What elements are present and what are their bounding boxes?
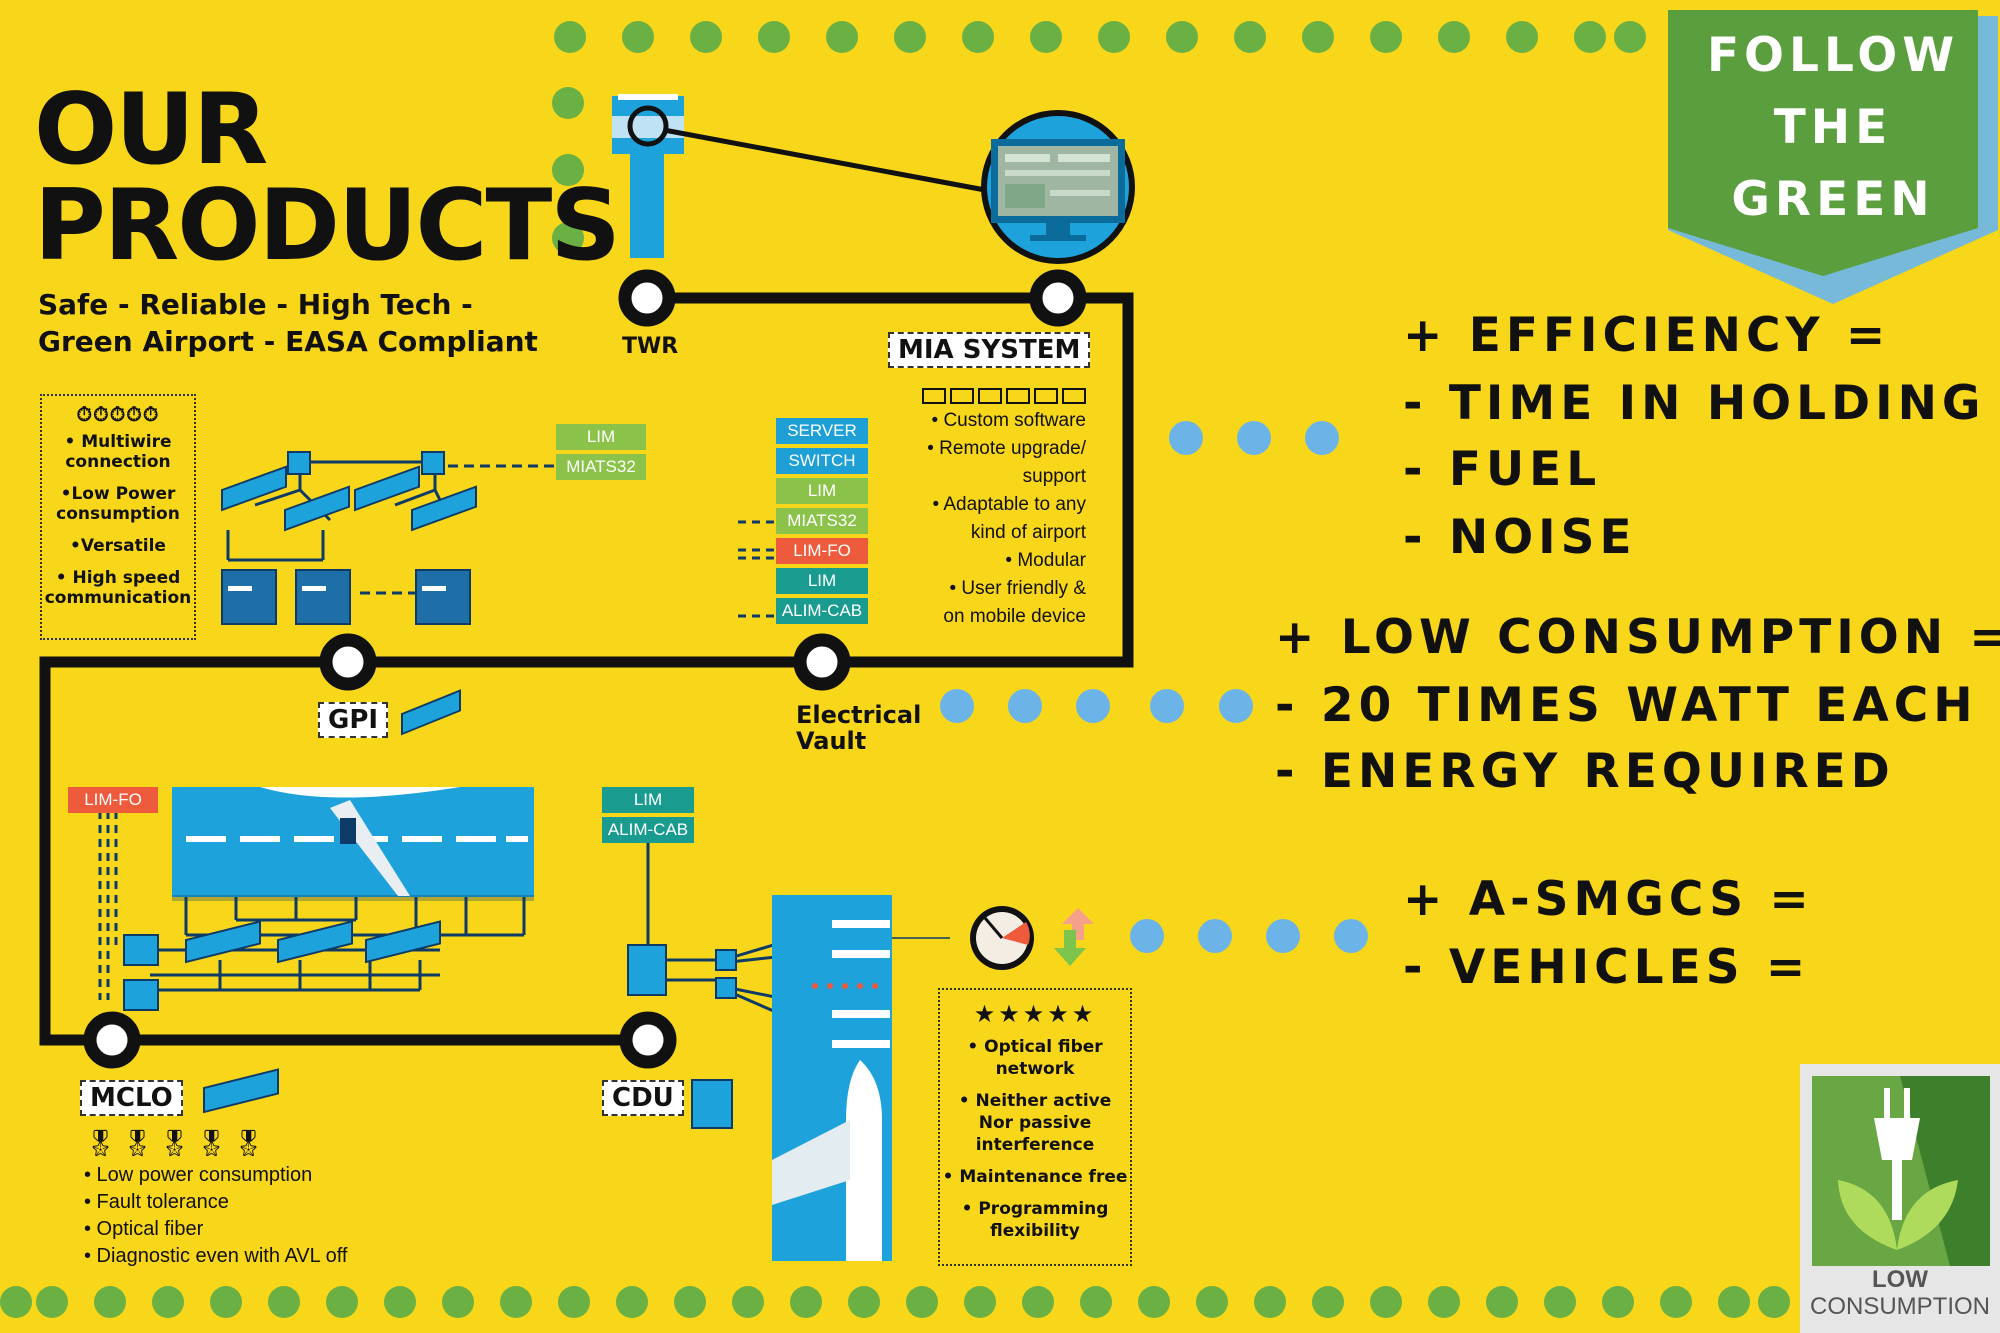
page-subtitle: Safe - Reliable - High Tech - Green Airp… xyxy=(38,286,538,360)
electrical-vault-line-2: Vault xyxy=(796,727,867,755)
title-line-1: OUR xyxy=(34,73,268,187)
tag-miats32: MIATS32 xyxy=(556,454,646,480)
tag-lim: LIM xyxy=(776,568,868,594)
mclo-features-list: • Low power consumption • Fault toleranc… xyxy=(84,1162,347,1270)
twr-label: TWR xyxy=(622,334,679,359)
bottom-dot-border xyxy=(0,1286,1790,1318)
stopwatch-icons: ⏱⏱⏱⏱⏱ xyxy=(76,402,160,426)
title-line-2: PRODUCTS xyxy=(34,169,621,283)
mia-icon-row xyxy=(922,388,1086,404)
mclo-devices xyxy=(123,920,441,1114)
follow-the-green-badge xyxy=(1668,10,1998,304)
asmgcs-item: - VEHICLES = xyxy=(1403,940,1811,995)
low-consumption-line-1: LOW xyxy=(1872,1266,1928,1293)
mia-dashes xyxy=(738,520,776,618)
taxiway-strip xyxy=(772,895,892,1261)
tag-server: SERVER xyxy=(776,418,868,444)
mclo-feature: • Fault tolerance xyxy=(84,1191,229,1213)
cdu-devices xyxy=(627,944,737,1129)
tag-alim-cab: ALIM-CAB xyxy=(776,598,868,624)
efficiency-heading: + EFFICIENCY = xyxy=(1403,308,1891,363)
tag-lim-fo: LIM-FO xyxy=(68,787,158,813)
node-electrical-vault xyxy=(793,633,851,691)
low-consumption-plug-icon xyxy=(1800,1064,2000,1333)
mclo-label: MCLO xyxy=(80,1080,183,1116)
mia-features-list: • Custom software • Remote upgrade/suppo… xyxy=(880,410,1086,634)
monitor-icon xyxy=(981,110,1135,264)
asmgcs-heading: + A-SMGCS = xyxy=(1403,872,1814,927)
top-dot-border xyxy=(552,21,1646,254)
mclo-feature: • Optical fiber xyxy=(84,1218,204,1240)
tag-lim: LIM xyxy=(602,787,694,813)
electrical-vault-line-1: Electrical xyxy=(796,701,922,729)
tag-miats32: MIATS32 xyxy=(776,508,868,534)
efficiency-item: - TIME IN HOLDING xyxy=(1403,376,1986,431)
mia-feature: • User friendly &on mobile device xyxy=(943,578,1086,627)
badge-line-2: THE xyxy=(1773,100,1893,155)
badge-line-3: GREEN xyxy=(1731,172,1935,227)
mia-system-label: MIA SYSTEM xyxy=(888,332,1091,368)
consumption-heading: + LOW CONSUMPTION = xyxy=(1275,610,2000,665)
network-nodes xyxy=(83,269,1087,1069)
zoom-line xyxy=(663,127,986,193)
node-twr xyxy=(618,269,676,327)
node-mia xyxy=(1029,269,1087,327)
gpi-device-icons xyxy=(221,451,477,736)
efficiency-item: - NOISE xyxy=(1403,510,1637,565)
star-rating: ★★★★★ xyxy=(973,1000,1097,1028)
mclo-feature: • Low power consumption xyxy=(84,1164,313,1186)
blue-connector-dots xyxy=(940,421,1368,953)
follow-the-green-text: FOLLOW THE GREEN xyxy=(1668,16,1998,274)
subtitle-line-2: Green Airport - EASA Compliant xyxy=(38,325,538,358)
runway-illustration xyxy=(172,787,534,901)
speed-gauge-icon xyxy=(970,906,1034,970)
page-title: OUR PRODUCTS xyxy=(34,73,621,283)
subtitle-line-1: Safe - Reliable - High Tech - xyxy=(38,288,473,321)
control-tower-icon xyxy=(612,94,684,258)
node-gpi xyxy=(319,633,377,691)
node-cdu xyxy=(619,1011,677,1069)
electrical-vault-label: Electrical Vault xyxy=(796,702,921,754)
low-consumption-badge: LOW CONSUMPTION xyxy=(1800,1266,2000,1320)
up-down-arrows-icon xyxy=(1054,908,1094,966)
low-consumption-line-2: CONSUMPTION xyxy=(1810,1293,1990,1320)
consumption-item: - ENERGY REQUIRED xyxy=(1275,744,1895,799)
tag-lim: LIM xyxy=(556,424,646,450)
tag-switch: SWITCH xyxy=(776,448,868,474)
tag-alim-cab: ALIM-CAB xyxy=(602,817,694,843)
badge-line-1: FOLLOW xyxy=(1706,28,1960,83)
tag-lim: LIM xyxy=(776,478,868,504)
award-ribbon-icons: 🎖🎖🎖🎖🎖 xyxy=(84,1128,270,1158)
cdu-feature: • Maintenance free xyxy=(942,1167,1128,1187)
gpi-label: GPI xyxy=(318,702,389,738)
efficiency-item: - FUEL xyxy=(1403,442,1602,497)
node-mclo xyxy=(83,1011,141,1069)
mia-feature: • Modular xyxy=(1005,550,1086,571)
mia-feature: • Remote upgrade/support xyxy=(927,438,1086,487)
cdu-label: CDU xyxy=(602,1080,684,1116)
tag-lim-fo: LIM-FO xyxy=(776,538,868,564)
gpi-feature: •Versatile xyxy=(70,536,166,556)
consumption-item: - 20 TIMES WATT EACH xyxy=(1275,678,1978,733)
mia-feature: • Custom software xyxy=(931,410,1086,431)
mclo-feature: • Diagnostic even with AVL off xyxy=(84,1245,348,1267)
